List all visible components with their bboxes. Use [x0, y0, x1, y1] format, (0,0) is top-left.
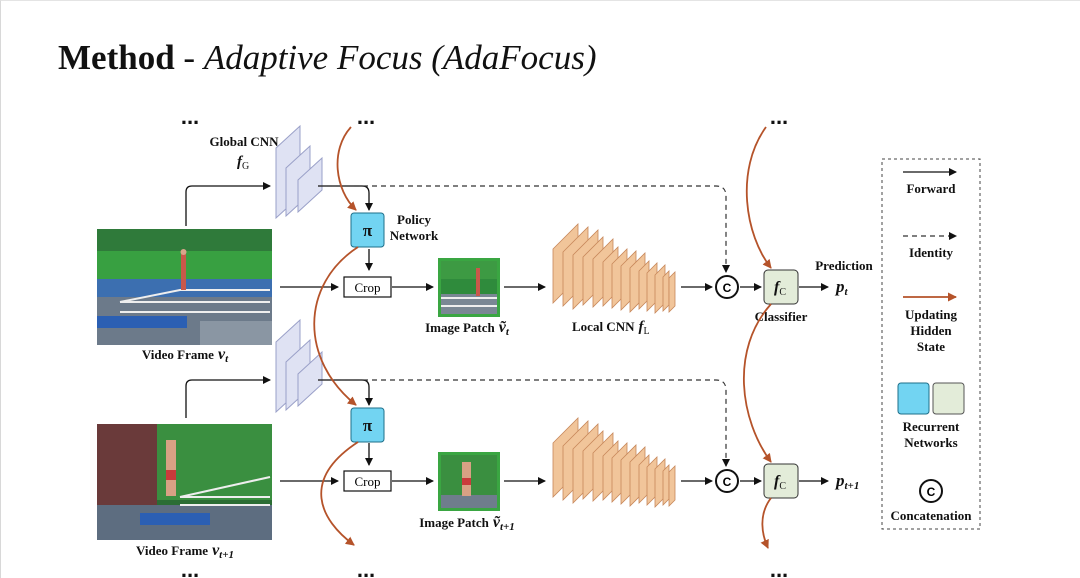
crop-box-t [343, 276, 392, 298]
identity-arrow-t [318, 185, 730, 273]
classifier-label: Classifier [755, 309, 808, 324]
legend-concatenation-label: Concatenation [891, 508, 973, 523]
forward-arrows-t [185, 182, 829, 291]
concat-symbol-t: C [723, 281, 732, 295]
legend-forward-label: Forward [906, 181, 956, 196]
ellipsis-bottom-left: ... [181, 557, 199, 578]
identity-arrow-t1 [318, 379, 730, 467]
crop-box-t1 [343, 470, 392, 492]
legend-updating-line3: State [917, 339, 945, 354]
policy-label-line1: Policy [397, 212, 431, 227]
classifier-t [763, 269, 799, 305]
video-frame-t1 [97, 424, 272, 540]
ellipsis-top-right: ... [770, 104, 788, 129]
title-emph: Adaptive Focus (AdaFocus) [203, 38, 597, 77]
legend-identity-label: Identity [909, 245, 954, 260]
crop-label-t: Crop [355, 280, 381, 295]
recurrent-arrows [313, 126, 772, 549]
ellipsis-top-mid: ... [357, 104, 375, 129]
image-patch-t [438, 258, 500, 317]
legend-concat-node [919, 479, 943, 503]
classifier-symbol-t: fC [774, 279, 786, 298]
legend-recurrent-swatch-blue [897, 382, 930, 415]
classifier-symbol-t1: fC [774, 473, 786, 492]
policy-symbol-t1: π [363, 416, 373, 435]
concat-symbol-t1: C [723, 475, 732, 489]
legend-updating-line1: Updating [905, 307, 958, 322]
global-cnn-label: Global CNN [210, 134, 280, 149]
policy-network-t1 [350, 407, 385, 443]
concat-node-t [715, 275, 739, 299]
slide-title: Method - Adaptive Focus (AdaFocus) [58, 38, 596, 78]
concat-node-t1 [715, 469, 739, 493]
forward-arrows-t1 [185, 376, 829, 485]
global-cnn-t [275, 125, 323, 219]
global-cnn-symbol: fG [237, 154, 249, 172]
prediction-symbol-t: pt [834, 277, 849, 298]
prediction-label: Prediction [815, 258, 873, 273]
title-strong: Method [58, 38, 175, 77]
local-cnn-t1 [552, 417, 676, 508]
video-frame-t [97, 229, 272, 345]
policy-network-t [350, 212, 385, 248]
legend-concat-symbol: C [927, 485, 936, 499]
legend: Forward Identity Updating Hidden State R… [881, 158, 981, 530]
crop-label-t1: Crop [355, 474, 381, 489]
legend-recurrent-line1: Recurrent [903, 419, 960, 434]
policy-symbol-t: π [363, 221, 373, 240]
policy-label-line2: Network [390, 228, 439, 243]
title-separator: - [174, 38, 204, 77]
prediction-symbol-t1: pt+1 [834, 471, 859, 492]
ellipsis-bottom-mid: ... [357, 557, 375, 578]
local-cnn-t [552, 223, 676, 314]
ellipsis-bottom-right: ... [770, 557, 788, 578]
legend-recurrent-line2: Networks [904, 435, 957, 450]
image-patch-t1 [438, 452, 500, 511]
classifier-t1 [763, 463, 799, 499]
ellipsis-top-left: ... [181, 104, 199, 129]
legend-recurrent-swatch-green [932, 382, 965, 415]
legend-updating-line2: Hidden [910, 323, 952, 338]
